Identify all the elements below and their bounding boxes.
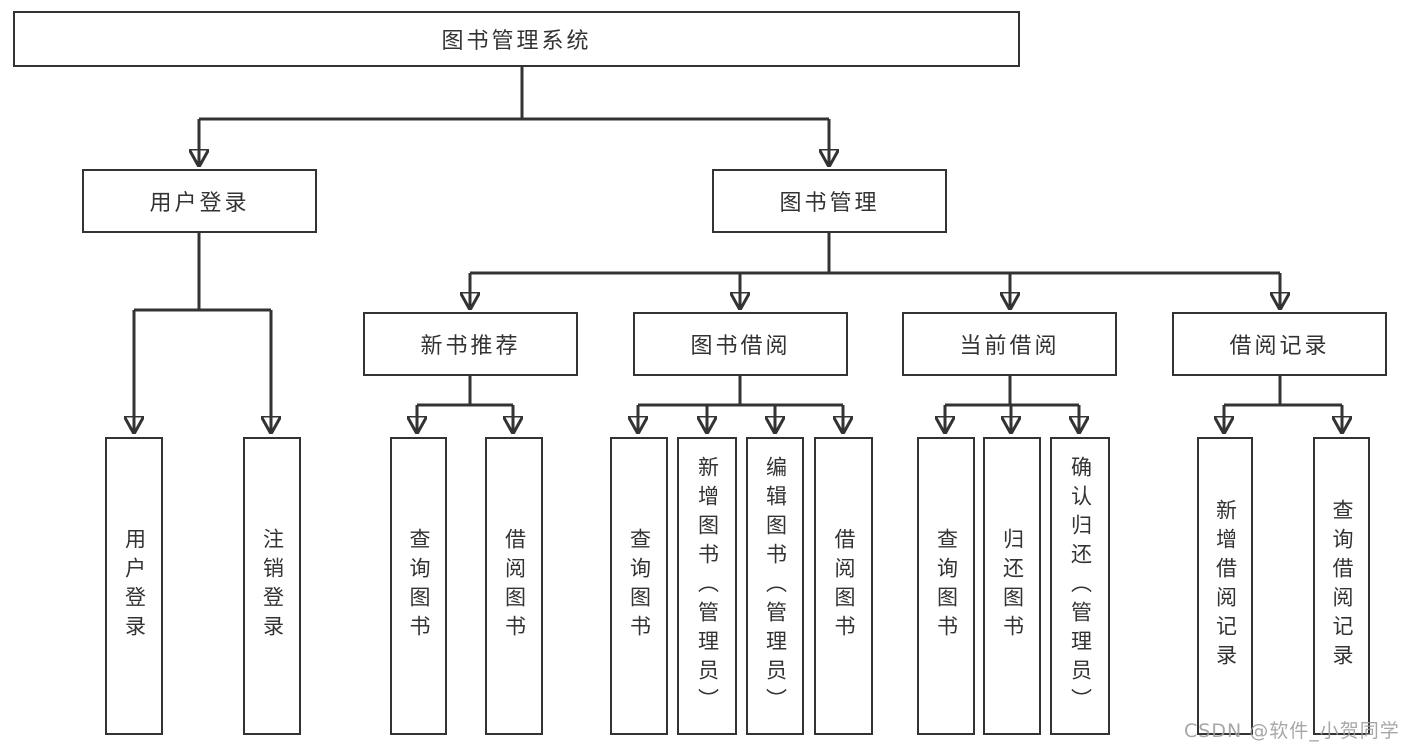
leaf-add-books-admin-label: 新增图书（管理员）	[695, 455, 720, 717]
leaf-borrow-books-recommend: 借阅图书	[485, 437, 543, 735]
watermark-text: CSDN @软件_小贺同学	[1184, 720, 1400, 742]
node-book-borrow: 图书借阅	[633, 312, 848, 376]
leaf-query-books-borrow: 查询图书	[610, 437, 668, 735]
leaf-confirm-return-admin: 确认归还（管理员）	[1050, 437, 1110, 735]
leaf-borrow-books: 借阅图书	[814, 437, 873, 735]
node-user-login-label: 用户登录	[149, 191, 250, 216]
leaf-query-borrow-record: 查询借阅记录	[1313, 437, 1370, 735]
node-book-management-label: 图书管理	[779, 191, 880, 216]
node-user-login: 用户登录	[82, 169, 317, 233]
connector-book-management-children	[470, 233, 1280, 275]
leaf-query-books-borrow-label: 查询图书	[627, 528, 652, 644]
node-borrow-records-label: 借阅记录	[1229, 334, 1330, 359]
leaf-query-books-current-label: 查询图书	[934, 528, 959, 644]
leaf-query-books-recommend: 查询图书	[390, 437, 447, 735]
node-root: 图书管理系统	[13, 11, 1020, 67]
leaf-logout: 注销登录	[243, 437, 301, 735]
leaf-edit-books-admin: 编辑图书（管理员）	[746, 437, 804, 735]
leaf-borrow-books-label: 借阅图书	[832, 528, 856, 644]
connector-book-borrow-children	[638, 376, 843, 407]
leaf-edit-books-admin-label: 编辑图书（管理员）	[763, 455, 788, 717]
leaf-return-books: 归还图书	[983, 437, 1041, 735]
leaf-borrow-books-recommend-label: 借阅图书	[502, 528, 527, 644]
leaf-add-borrow-record-label: 新增借阅记录	[1213, 499, 1238, 673]
connector-current-borrow-children	[945, 376, 1079, 407]
leaf-query-borrow-record-label: 查询借阅记录	[1330, 499, 1354, 673]
leaf-query-books-recommend-label: 查询图书	[407, 528, 431, 644]
leaf-add-borrow-record: 新增借阅记录	[1197, 437, 1253, 735]
leaf-confirm-return-admin-label: 确认归还（管理员）	[1068, 455, 1093, 717]
leaf-add-books-admin: 新增图书（管理员）	[677, 437, 737, 735]
node-current-borrow-label: 当前借阅	[959, 334, 1060, 359]
node-book-management: 图书管理	[712, 169, 947, 233]
leaf-query-books-current: 查询图书	[917, 437, 975, 735]
connector-borrow-records-children	[1224, 376, 1342, 407]
connector-new-book-recommend-children	[417, 376, 513, 407]
node-new-book-recommend-label: 新书推荐	[420, 334, 521, 359]
node-borrow-records: 借阅记录	[1172, 312, 1387, 376]
connector-root-to-level2	[199, 67, 829, 121]
leaf-user-login: 用户登录	[105, 437, 163, 735]
leaf-return-books-label: 归还图书	[1000, 528, 1025, 644]
leaf-user-login-label: 用户登录	[122, 528, 147, 644]
node-current-borrow: 当前借阅	[902, 312, 1117, 376]
node-new-book-recommend: 新书推荐	[363, 312, 578, 376]
connector-user-login-children	[134, 233, 271, 312]
node-root-label: 图书管理系统	[441, 29, 592, 54]
node-book-borrow-label: 图书借阅	[690, 334, 791, 359]
leaf-logout-label: 注销登录	[260, 528, 285, 644]
